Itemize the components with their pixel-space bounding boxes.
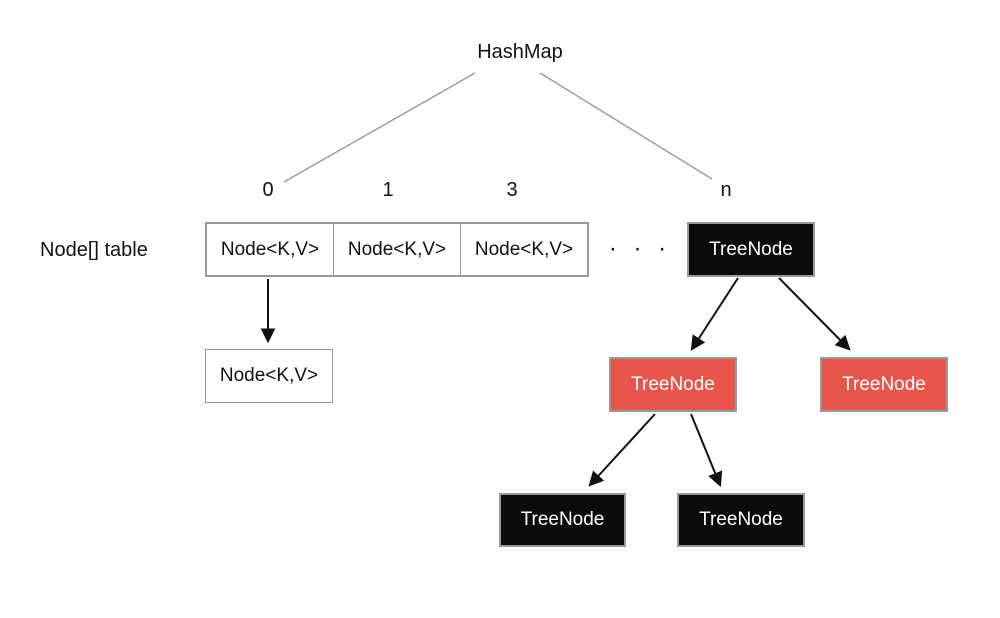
tree-left-right-box: TreeNode xyxy=(677,493,805,547)
bucket-cell-3: Node<K,V> xyxy=(460,224,587,275)
index-label-n: n xyxy=(720,179,732,201)
table-row-label: Node[] table xyxy=(40,239,148,261)
bucket-cell-0: Node<K,V> xyxy=(207,224,333,275)
bucket-array: Node<K,V> Node<K,V> Node<K,V> xyxy=(205,222,589,277)
tree-root-box: TreeNode xyxy=(687,222,815,277)
treeroot-to-right-arrow xyxy=(778,277,851,351)
index-label-1: 1 xyxy=(382,179,394,201)
treeroot-to-left-arrow xyxy=(690,277,739,351)
tree-left-left-box: TreeNode xyxy=(499,493,626,547)
index-label-0: 0 xyxy=(262,179,274,201)
ellipsis: · · · xyxy=(608,235,672,262)
tree-right-child-box: TreeNode xyxy=(820,357,948,412)
bucket-cell-1: Node<K,V> xyxy=(333,224,460,275)
hashmap-to-index0-line xyxy=(283,72,476,183)
treeleft-to-leftright-arrow xyxy=(690,413,723,488)
index-label-3: 3 xyxy=(506,179,518,201)
diagram-title: HashMap xyxy=(477,41,563,63)
chained-node-box: Node<K,V> xyxy=(205,349,333,403)
tree-left-child-box: TreeNode xyxy=(609,357,737,412)
hashmap-to-indexn-line xyxy=(539,72,713,180)
treeleft-to-leftleft-arrow xyxy=(588,413,656,487)
